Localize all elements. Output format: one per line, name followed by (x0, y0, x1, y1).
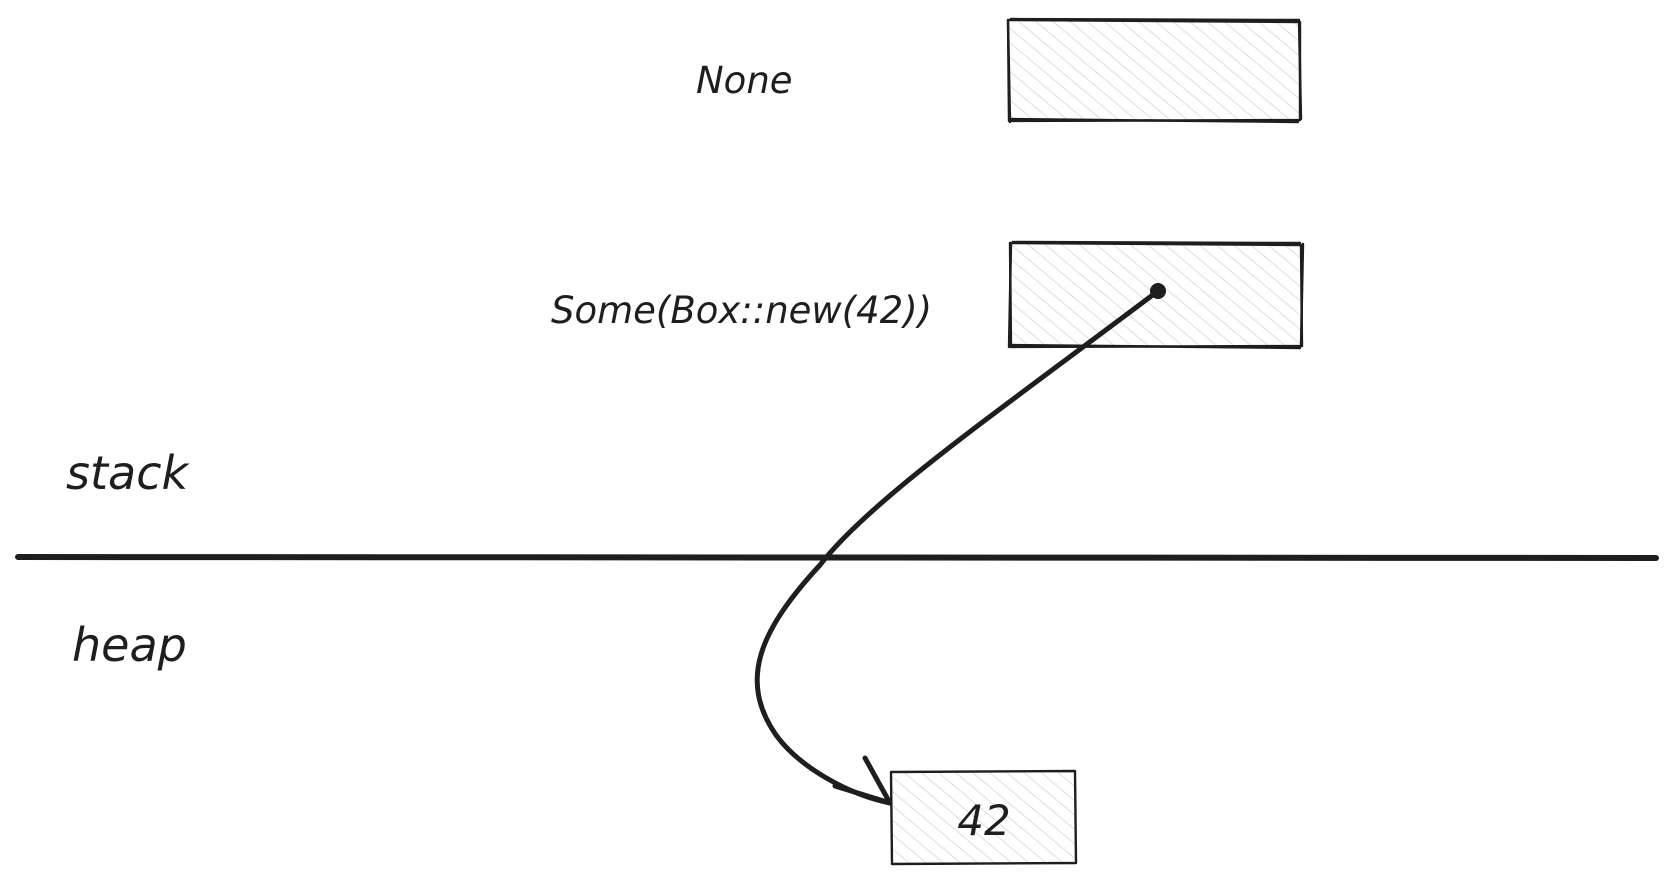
none-slot (1006, 17, 1303, 124)
some-box-label: Some(Box::new(42)) (551, 289, 932, 332)
arrowhead (832, 755, 893, 806)
stack-label: stack (66, 446, 190, 500)
heap-cell-value: 42 (957, 796, 1010, 845)
heap-cell (889, 769, 1078, 866)
stack-heap-divider (15, 554, 1659, 561)
none-label: None (696, 59, 793, 102)
pointer-arrow (754, 283, 1166, 806)
some-box-slot (1007, 240, 1305, 350)
heap-label: heap (72, 618, 187, 672)
